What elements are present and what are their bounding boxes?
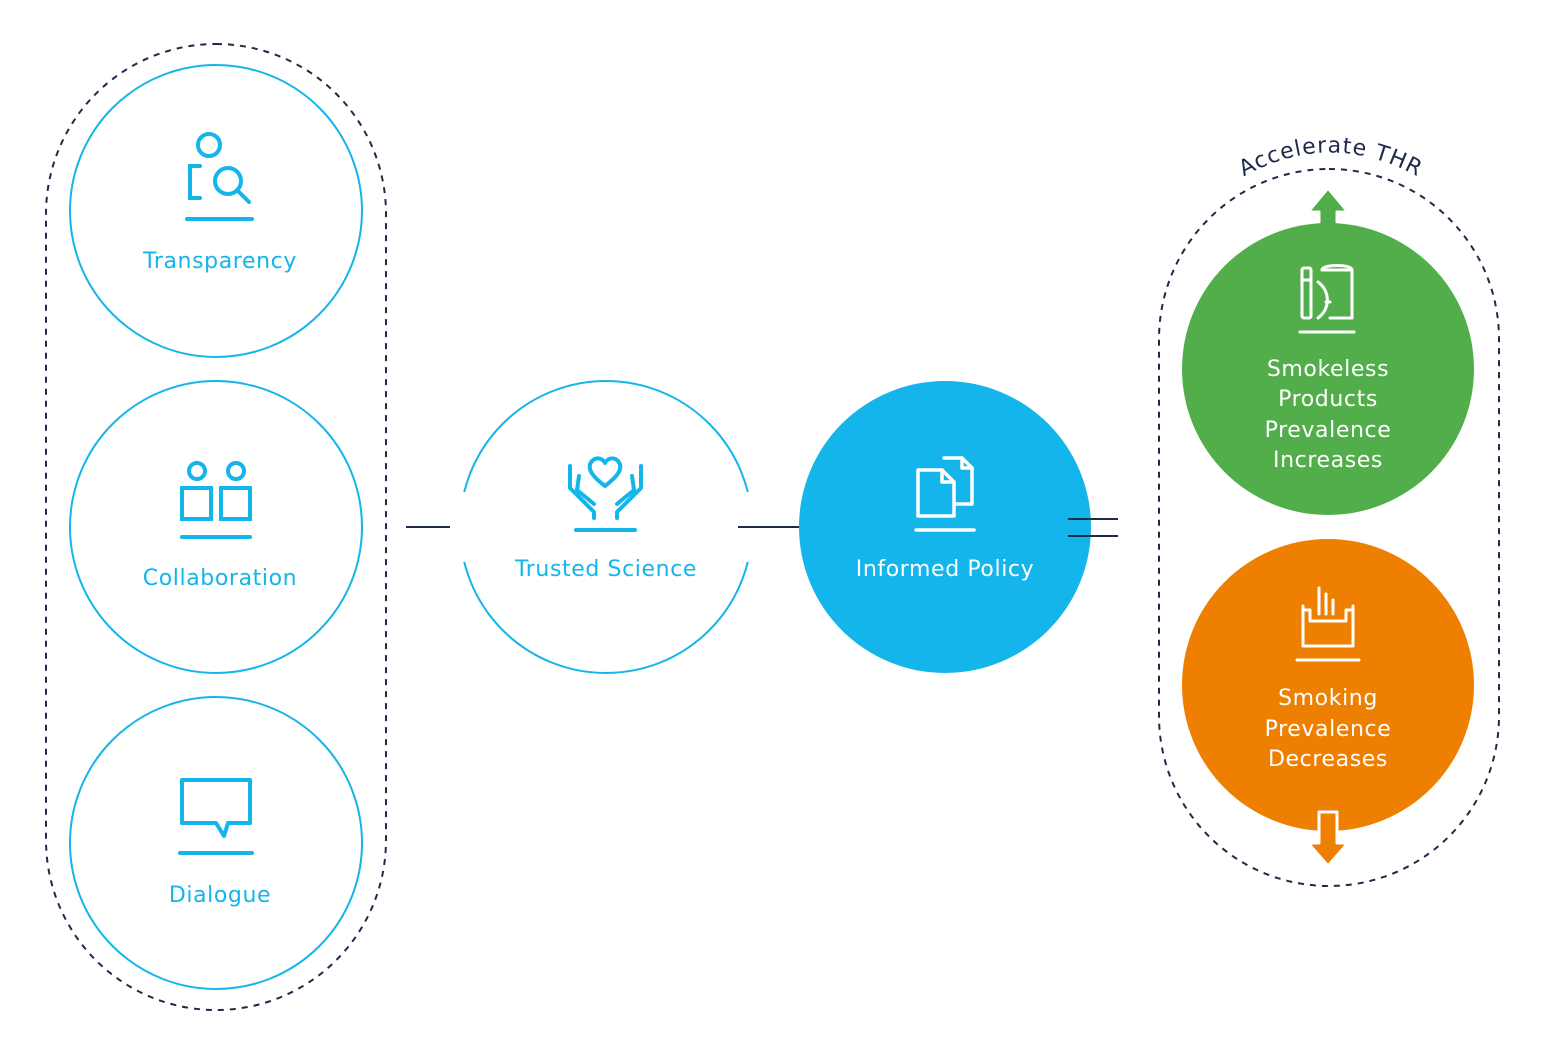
pillar-transparency: Transparency xyxy=(69,64,363,358)
outcome-smoking: Smoking Prevalence Decreases xyxy=(1182,539,1474,831)
smoking-line-2: Prevalence xyxy=(1265,717,1392,742)
down-arrow-icon xyxy=(1306,810,1350,868)
accelerate-thr-label: Accelerate THR xyxy=(1235,133,1427,182)
informed-policy-label: Informed Policy xyxy=(856,557,1035,582)
smokeless-line-2: Products xyxy=(1278,387,1378,412)
smokeless-line-4: Increases xyxy=(1273,448,1383,473)
informed-policy-node: Informed Policy xyxy=(799,381,1091,673)
smokeless-line-3: Prevalence xyxy=(1265,418,1392,443)
smokeless-line-1: Smokeless xyxy=(1267,357,1389,382)
equals-sign xyxy=(1068,518,1118,537)
smokeless-products-icon xyxy=(1298,264,1356,334)
cigarette-pack-icon xyxy=(1295,586,1361,662)
documents-icon xyxy=(914,456,976,532)
pillar-collaboration: Collaboration xyxy=(69,380,363,674)
trusted-science-label: Trusted Science xyxy=(514,557,697,582)
speech-bubble-icon xyxy=(178,778,254,855)
pillar-label-collaboration: Collaboration xyxy=(143,566,297,591)
pillar-label-transparency: Transparency xyxy=(142,249,297,274)
two-people-icon xyxy=(180,461,252,539)
outcomes-group-outline xyxy=(1158,168,1500,887)
person-search-icon xyxy=(185,132,254,221)
pillars-group-outline xyxy=(45,43,387,1011)
trusted-science-node: Trusted Science xyxy=(450,380,762,674)
hands-heart-icon xyxy=(568,456,643,532)
pillar-label-dialogue: Dialogue xyxy=(169,883,271,908)
smoking-line-1: Smoking xyxy=(1278,686,1378,711)
smoking-line-3: Decreases xyxy=(1268,747,1388,772)
outcome-smokeless: Smokeless Products Prevalence Increases xyxy=(1182,223,1474,515)
pillar-dialogue: Dialogue xyxy=(69,696,363,990)
